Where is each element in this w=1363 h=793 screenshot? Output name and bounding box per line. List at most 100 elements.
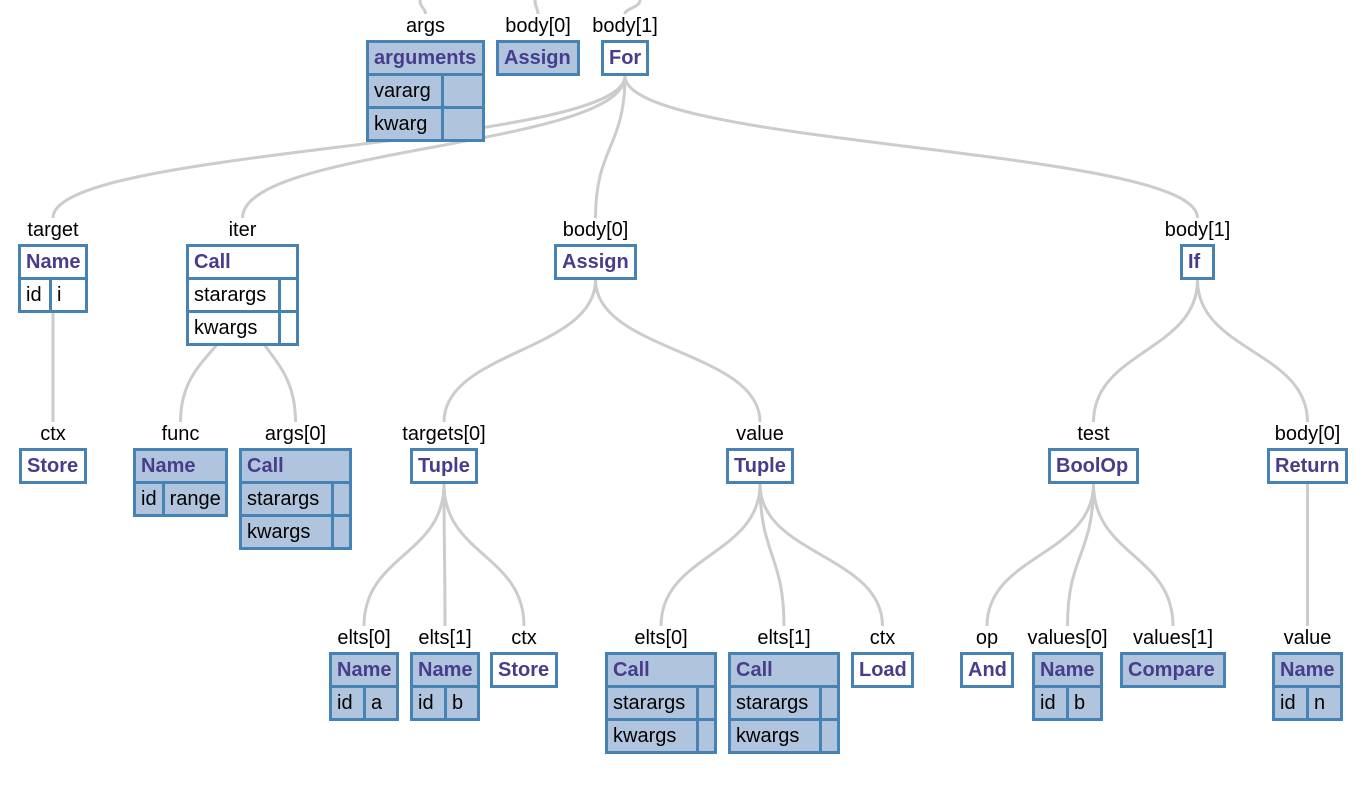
node-type: Name [1280, 659, 1335, 681]
node-type: Load [859, 659, 907, 681]
field-key: id [337, 692, 353, 714]
edge-label-body-0: body[0] [562, 219, 629, 241]
node-type: Store [498, 659, 550, 681]
field-value [441, 76, 482, 106]
field-key: kwarg [374, 113, 428, 135]
node-type: Name [141, 455, 196, 477]
edge-n3-n7 [623, 75, 1199, 219]
field-value: a [363, 688, 396, 718]
field-value [441, 109, 482, 139]
edge-n7-n13 [1092, 279, 1199, 423]
node-type: Call [736, 659, 773, 681]
field-value [278, 313, 296, 343]
node-assign-body-0[interactable]: Assign [554, 244, 637, 280]
field-key: kwargs [247, 521, 311, 543]
field-key: id [418, 692, 434, 714]
edge-label-elts-0: elts[0] [337, 627, 391, 649]
node-load-ctx[interactable]: Load [851, 652, 914, 688]
edge-label-targets-0: targets[0] [402, 423, 486, 445]
node-type: Call [613, 659, 650, 681]
node-and-op[interactable]: And [960, 652, 1014, 688]
edge-n11-n15 [362, 483, 446, 627]
field-value [819, 721, 837, 751]
edge-label-args-0: args[0] [264, 423, 327, 445]
field-row-kwargs: kwargs [189, 310, 296, 343]
node-tuple-value[interactable]: Tuple [726, 448, 794, 484]
edge-n12-n19 [758, 483, 786, 627]
node-store-ctx[interactable]: Store [19, 448, 87, 484]
field-key: id [1040, 692, 1056, 714]
field-key: id [1280, 692, 1296, 714]
node-assign-body-0[interactable]: Assign [496, 40, 580, 76]
node-store-ctx[interactable]: Store [490, 652, 558, 688]
field-row-vararg: vararg [369, 73, 482, 106]
node-type: Name [26, 251, 81, 273]
node-type: Assign [562, 251, 629, 273]
field-value: b [444, 688, 477, 718]
field-value [696, 688, 714, 718]
node-type: Return [1275, 455, 1340, 477]
field-row-starargs: starargs [731, 685, 837, 718]
edge-incoming-0 [418, 0, 427, 15]
edge-n3-n4 [51, 75, 627, 219]
field-value [819, 688, 837, 718]
node-compare-values-1[interactable]: Compare [1120, 652, 1226, 688]
edge-n12-n18 [659, 483, 762, 627]
node-type: Compare [1128, 659, 1215, 681]
edge-n6-n11 [442, 279, 597, 423]
edge-n7-n14 [1196, 279, 1309, 423]
field-value: n [1306, 688, 1340, 718]
field-key: id [141, 488, 157, 510]
edge-n13-n23 [1092, 483, 1175, 627]
edge-n12-n20 [758, 483, 884, 627]
node-boolop-test[interactable]: BoolOp [1048, 448, 1139, 484]
edge-label-value: value [1283, 627, 1332, 649]
field-value: range [161, 484, 226, 514]
node-type: For [609, 47, 642, 69]
edge-label-iter: iter [228, 219, 257, 241]
field-value: b [1066, 688, 1100, 718]
field-value: i [49, 280, 85, 310]
node-tuple-targets-0[interactable]: Tuple [410, 448, 478, 484]
field-row-kwargs: kwargs [731, 718, 837, 751]
field-row-starargs: starargs [189, 277, 296, 310]
edge-n11-n17 [442, 483, 526, 627]
field-row-starargs: starargs [608, 685, 714, 718]
field-key: kwargs [194, 317, 258, 339]
node-if-body-1[interactable]: If [1180, 244, 1215, 280]
edge-label-elts-1: elts[1] [418, 627, 472, 649]
edge-label-ctx: ctx [511, 627, 537, 649]
edge-label-elts-1: elts[1] [757, 627, 811, 649]
edge-label-values-1: values[1] [1132, 627, 1214, 649]
field-key: vararg [374, 80, 431, 102]
node-type: Tuple [734, 455, 786, 477]
node-type: Assign [504, 47, 571, 69]
edge-n11-n16 [442, 483, 447, 627]
field-row-starargs: starargs [242, 481, 349, 514]
edge-n3-n6 [594, 75, 627, 219]
node-return-body-0[interactable]: Return [1267, 448, 1348, 484]
node-for-body-1[interactable]: For [601, 40, 649, 76]
edge-label-ctx: ctx [40, 423, 66, 445]
edge-label-body-0: body[0] [505, 15, 571, 37]
node-type: If [1188, 251, 1201, 273]
edge-label-args: args [406, 15, 445, 37]
node-type: Name [418, 659, 473, 681]
edge-label-elts-0: elts[0] [634, 627, 688, 649]
